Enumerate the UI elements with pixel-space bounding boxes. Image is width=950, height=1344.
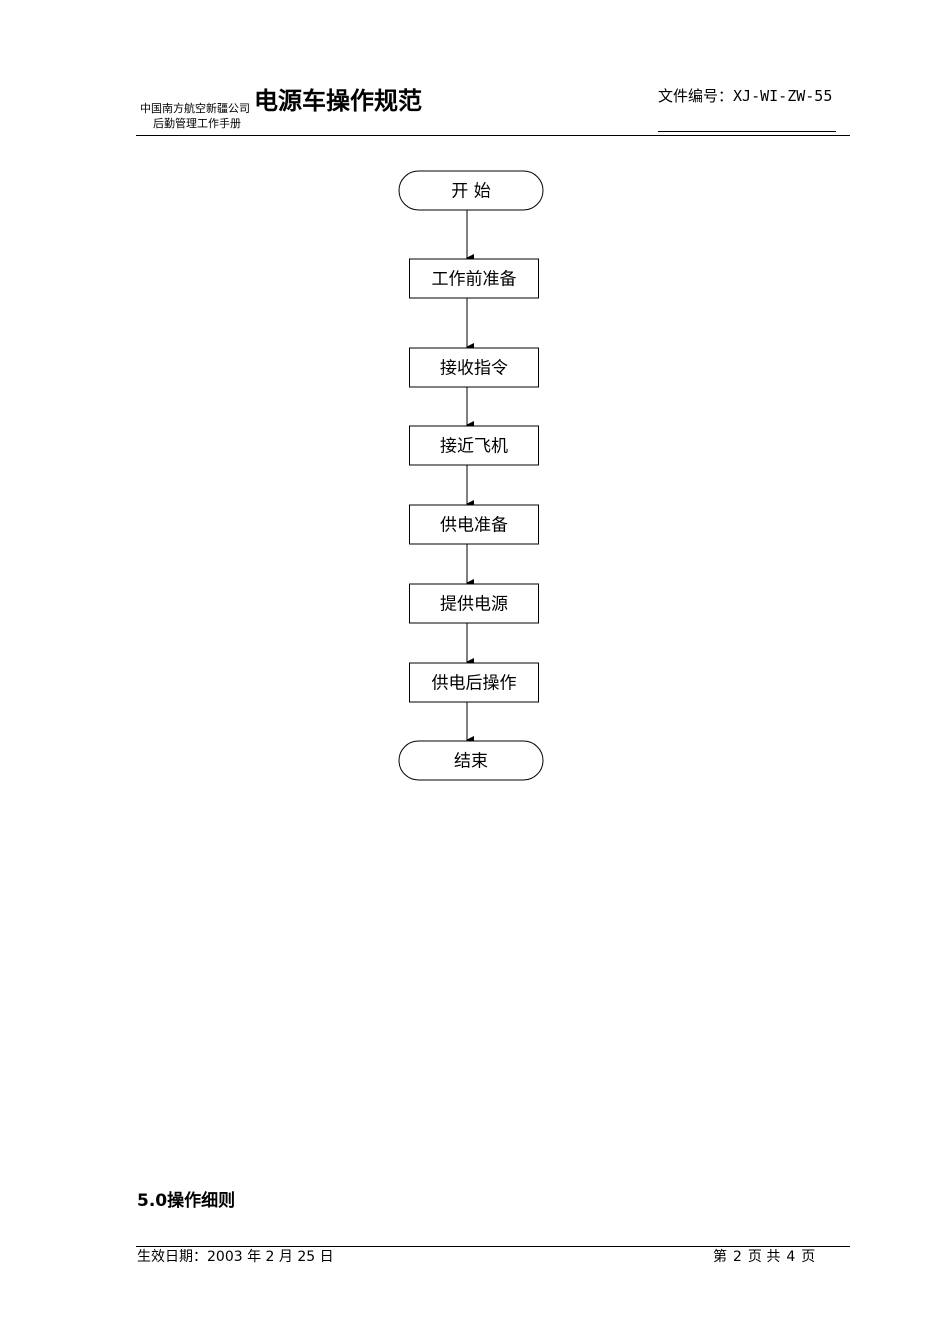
flow-step-label: 供电后操作 — [432, 674, 517, 694]
flow-step: 供电准备 — [409, 504, 539, 545]
effective-date-value: 2003 年 2 月 25 日 — [207, 1249, 334, 1265]
effective-date: 生效日期：2003 年 2 月 25 日 — [137, 1246, 334, 1266]
flow-start: 开 始 — [398, 170, 544, 211]
page-prefix: 第 — [713, 1249, 727, 1265]
process-box — [409, 347, 539, 388]
section-heading: 5.0操作细则 — [137, 1186, 235, 1211]
page-total: 4 — [786, 1249, 796, 1265]
flow-step: 工作前准备 — [409, 258, 539, 299]
effective-date-label: 生效日期： — [137, 1249, 207, 1265]
section-number: 5.0 — [137, 1191, 168, 1211]
flow-step-label: 提供电源 — [440, 595, 508, 615]
flow-end: 结束 — [398, 740, 544, 781]
document-number-underline — [658, 131, 836, 132]
section-title: 操作细则 — [167, 1191, 236, 1211]
company-name: 中国南方航空新疆公司 — [140, 102, 250, 115]
terminal-shape — [398, 740, 544, 781]
flow-step-label: 接收指令 — [440, 359, 508, 379]
process-box — [409, 258, 539, 299]
footer-rule — [136, 1246, 850, 1247]
document-title: 电源车操作规范 — [254, 87, 422, 115]
flow-step-label: 开 始 — [451, 182, 490, 202]
flow-step: 提供电源 — [409, 583, 539, 624]
flow-step: 接近飞机 — [409, 425, 539, 466]
document-number: 文件编号：XJ-WI-ZW-55 — [658, 85, 832, 106]
page-mid: 页 共 — [747, 1249, 781, 1265]
document-number-value: XJ-WI-ZW-55 — [733, 87, 833, 105]
page-suffix: 页 — [801, 1249, 816, 1265]
flow-step-label: 结束 — [454, 752, 488, 772]
document-number-label: 文件编号： — [658, 87, 734, 105]
process-box — [409, 662, 539, 703]
page-current: 2 — [733, 1249, 742, 1265]
flow-step-label: 工作前准备 — [432, 270, 517, 290]
manual-name: 后勤管理工作手册 — [153, 117, 241, 130]
process-box — [409, 583, 539, 624]
flow-step: 接收指令 — [409, 347, 539, 388]
flow-step: 供电后操作 — [409, 662, 539, 703]
process-box — [409, 425, 539, 466]
header-rule — [136, 135, 850, 136]
flow-step-label: 接近飞机 — [440, 437, 508, 457]
flow-step-label: 供电准备 — [440, 516, 508, 536]
process-box — [409, 504, 539, 545]
terminal-shape — [398, 170, 544, 211]
